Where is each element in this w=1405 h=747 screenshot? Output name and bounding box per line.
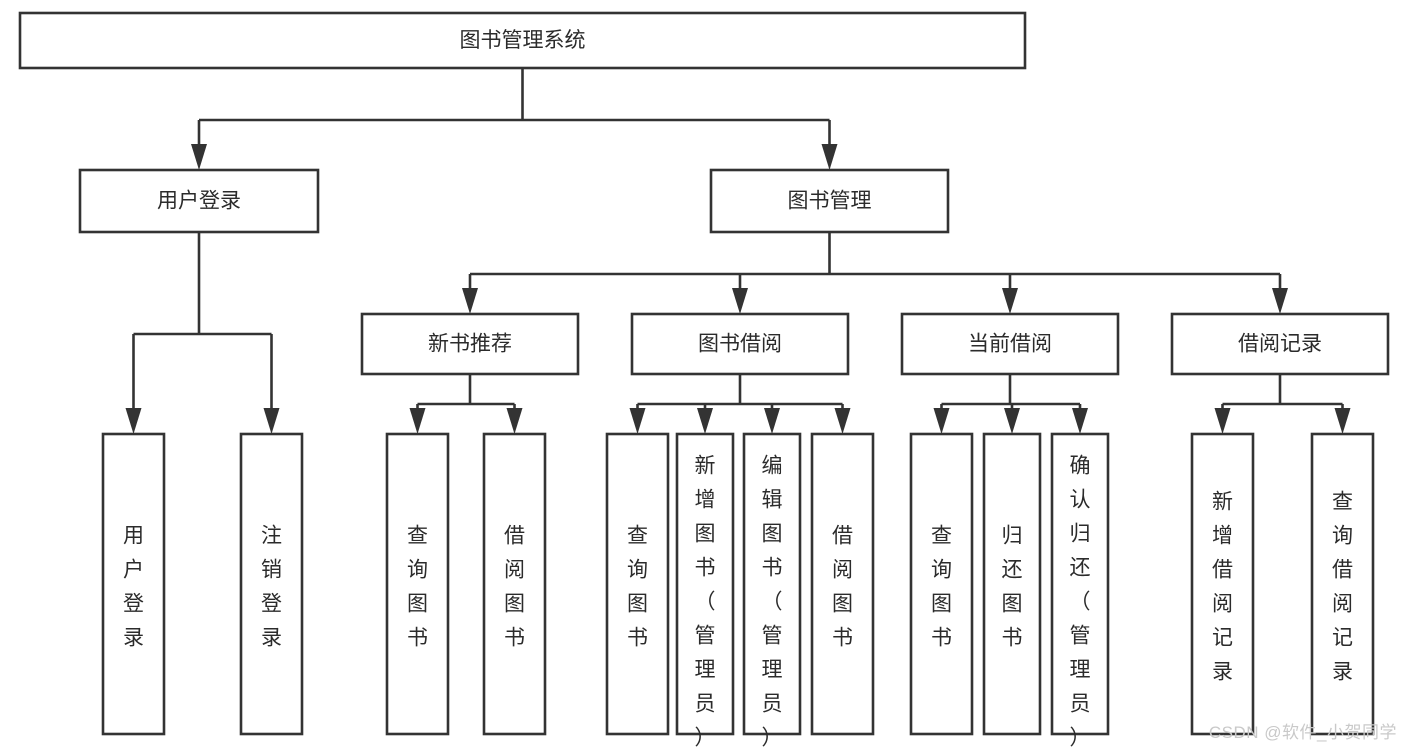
node-leaf-logout[interactable]: 注销登录 bbox=[239, 432, 304, 736]
node-box[interactable] bbox=[360, 312, 580, 376]
node-label: 借阅图书 bbox=[504, 525, 525, 650]
node-box[interactable] bbox=[239, 432, 304, 736]
arrow-head-icon bbox=[697, 408, 713, 434]
arrow-head-icon bbox=[764, 408, 780, 434]
connector-group bbox=[462, 232, 1288, 314]
node-label: 查询图书 bbox=[931, 525, 952, 650]
arrow-head-icon bbox=[629, 408, 646, 434]
node-box[interactable] bbox=[909, 432, 974, 736]
arrow-head-icon bbox=[125, 408, 142, 434]
connector-group bbox=[125, 232, 280, 434]
connector-layer bbox=[125, 68, 1351, 434]
node-label: 图书借阅 bbox=[698, 333, 782, 356]
node-label: 确认归还（管理员） bbox=[1070, 455, 1091, 747]
node-label: 查询借阅记录 bbox=[1332, 491, 1353, 684]
node-current-borrow[interactable]: 当前借阅 bbox=[900, 312, 1120, 376]
arrow-head-icon bbox=[1214, 408, 1231, 434]
arrow-head-icon bbox=[834, 408, 851, 434]
node-leaf-add-borrow-record[interactable]: 新增借阅记录 bbox=[1190, 432, 1255, 736]
node-borrow-record[interactable]: 借阅记录 bbox=[1170, 312, 1390, 376]
node-box[interactable] bbox=[900, 312, 1120, 376]
connector-group bbox=[629, 374, 851, 434]
arrow-head-icon bbox=[821, 144, 838, 170]
node-box[interactable] bbox=[385, 432, 450, 736]
node-label: 编辑图书（管理员） bbox=[762, 455, 783, 747]
connector-group bbox=[933, 374, 1088, 434]
node-user-login[interactable]: 用户登录 bbox=[78, 168, 320, 234]
node-box[interactable] bbox=[1310, 432, 1375, 736]
node-leaf-user-login[interactable]: 用户登录 bbox=[101, 432, 166, 736]
node-box[interactable] bbox=[982, 432, 1042, 736]
node-book-manage[interactable]: 图书管理 bbox=[709, 168, 950, 234]
node-label: 新增借阅记录 bbox=[1212, 491, 1233, 684]
node-box[interactable] bbox=[101, 432, 166, 736]
node-label: 借阅记录 bbox=[1238, 333, 1322, 356]
connector-group bbox=[1214, 374, 1351, 434]
node-box[interactable] bbox=[78, 168, 320, 234]
node-leaf-edit-book[interactable]: 编辑图书（管理员） bbox=[742, 432, 802, 747]
node-label: 归还图书 bbox=[1002, 525, 1023, 650]
node-label: 查询图书 bbox=[627, 525, 648, 650]
arrow-head-icon bbox=[1272, 288, 1288, 314]
arrow-head-icon bbox=[506, 408, 523, 434]
node-box[interactable] bbox=[1190, 432, 1255, 736]
arrow-head-icon bbox=[1334, 408, 1351, 434]
node-box[interactable] bbox=[605, 432, 670, 736]
node-layer: 图书管理系统用户登录图书管理新书推荐图书借阅当前借阅借阅记录用户登录注销登录查询… bbox=[18, 11, 1390, 747]
node-label: 查询图书 bbox=[407, 525, 428, 650]
arrow-head-icon bbox=[1072, 408, 1088, 434]
node-book-borrow[interactable]: 图书借阅 bbox=[630, 312, 850, 376]
node-label: 图书管理系统 bbox=[460, 29, 586, 52]
node-box[interactable] bbox=[18, 11, 1027, 70]
node-box[interactable] bbox=[742, 432, 802, 736]
node-leaf-borrow-book-1[interactable]: 借阅图书 bbox=[482, 432, 547, 736]
node-leaf-query-borrow-record[interactable]: 查询借阅记录 bbox=[1310, 432, 1375, 736]
node-new-book-recommend[interactable]: 新书推荐 bbox=[360, 312, 580, 376]
node-leaf-add-book[interactable]: 新增图书（管理员） bbox=[675, 432, 735, 747]
arrow-head-icon bbox=[462, 288, 478, 314]
arrow-head-icon bbox=[933, 408, 950, 434]
node-label: 借阅图书 bbox=[832, 525, 853, 650]
node-label: 新书推荐 bbox=[428, 333, 512, 356]
node-leaf-query-book-3[interactable]: 查询图书 bbox=[909, 432, 974, 736]
connector-group bbox=[409, 374, 523, 434]
node-label: 当前借阅 bbox=[968, 333, 1052, 356]
node-box[interactable] bbox=[810, 432, 875, 736]
node-leaf-query-book-2[interactable]: 查询图书 bbox=[605, 432, 670, 736]
node-box[interactable] bbox=[630, 312, 850, 376]
node-box[interactable] bbox=[1050, 432, 1110, 736]
node-label: 图书管理 bbox=[788, 190, 872, 213]
arrow-head-icon bbox=[263, 408, 280, 434]
node-label: 新增图书（管理员） bbox=[695, 455, 716, 747]
arrow-head-icon bbox=[732, 288, 748, 314]
node-label: 用户登录 bbox=[123, 525, 144, 650]
node-box[interactable] bbox=[675, 432, 735, 736]
node-box[interactable] bbox=[1170, 312, 1390, 376]
arrow-head-icon bbox=[409, 408, 426, 434]
node-box[interactable] bbox=[709, 168, 950, 234]
node-label: 注销登录 bbox=[261, 525, 282, 650]
arrow-head-icon bbox=[1002, 288, 1018, 314]
node-leaf-confirm-return[interactable]: 确认归还（管理员） bbox=[1050, 432, 1110, 747]
node-label: 用户登录 bbox=[157, 190, 241, 213]
node-leaf-borrow-book-2[interactable]: 借阅图书 bbox=[810, 432, 875, 736]
node-root[interactable]: 图书管理系统 bbox=[18, 11, 1027, 70]
node-leaf-return-book[interactable]: 归还图书 bbox=[982, 432, 1042, 736]
connector-group bbox=[191, 68, 838, 170]
node-leaf-query-book-1[interactable]: 查询图书 bbox=[385, 432, 450, 736]
arrow-head-icon bbox=[1004, 408, 1020, 434]
node-box[interactable] bbox=[482, 432, 547, 736]
arrow-head-icon bbox=[191, 144, 207, 170]
